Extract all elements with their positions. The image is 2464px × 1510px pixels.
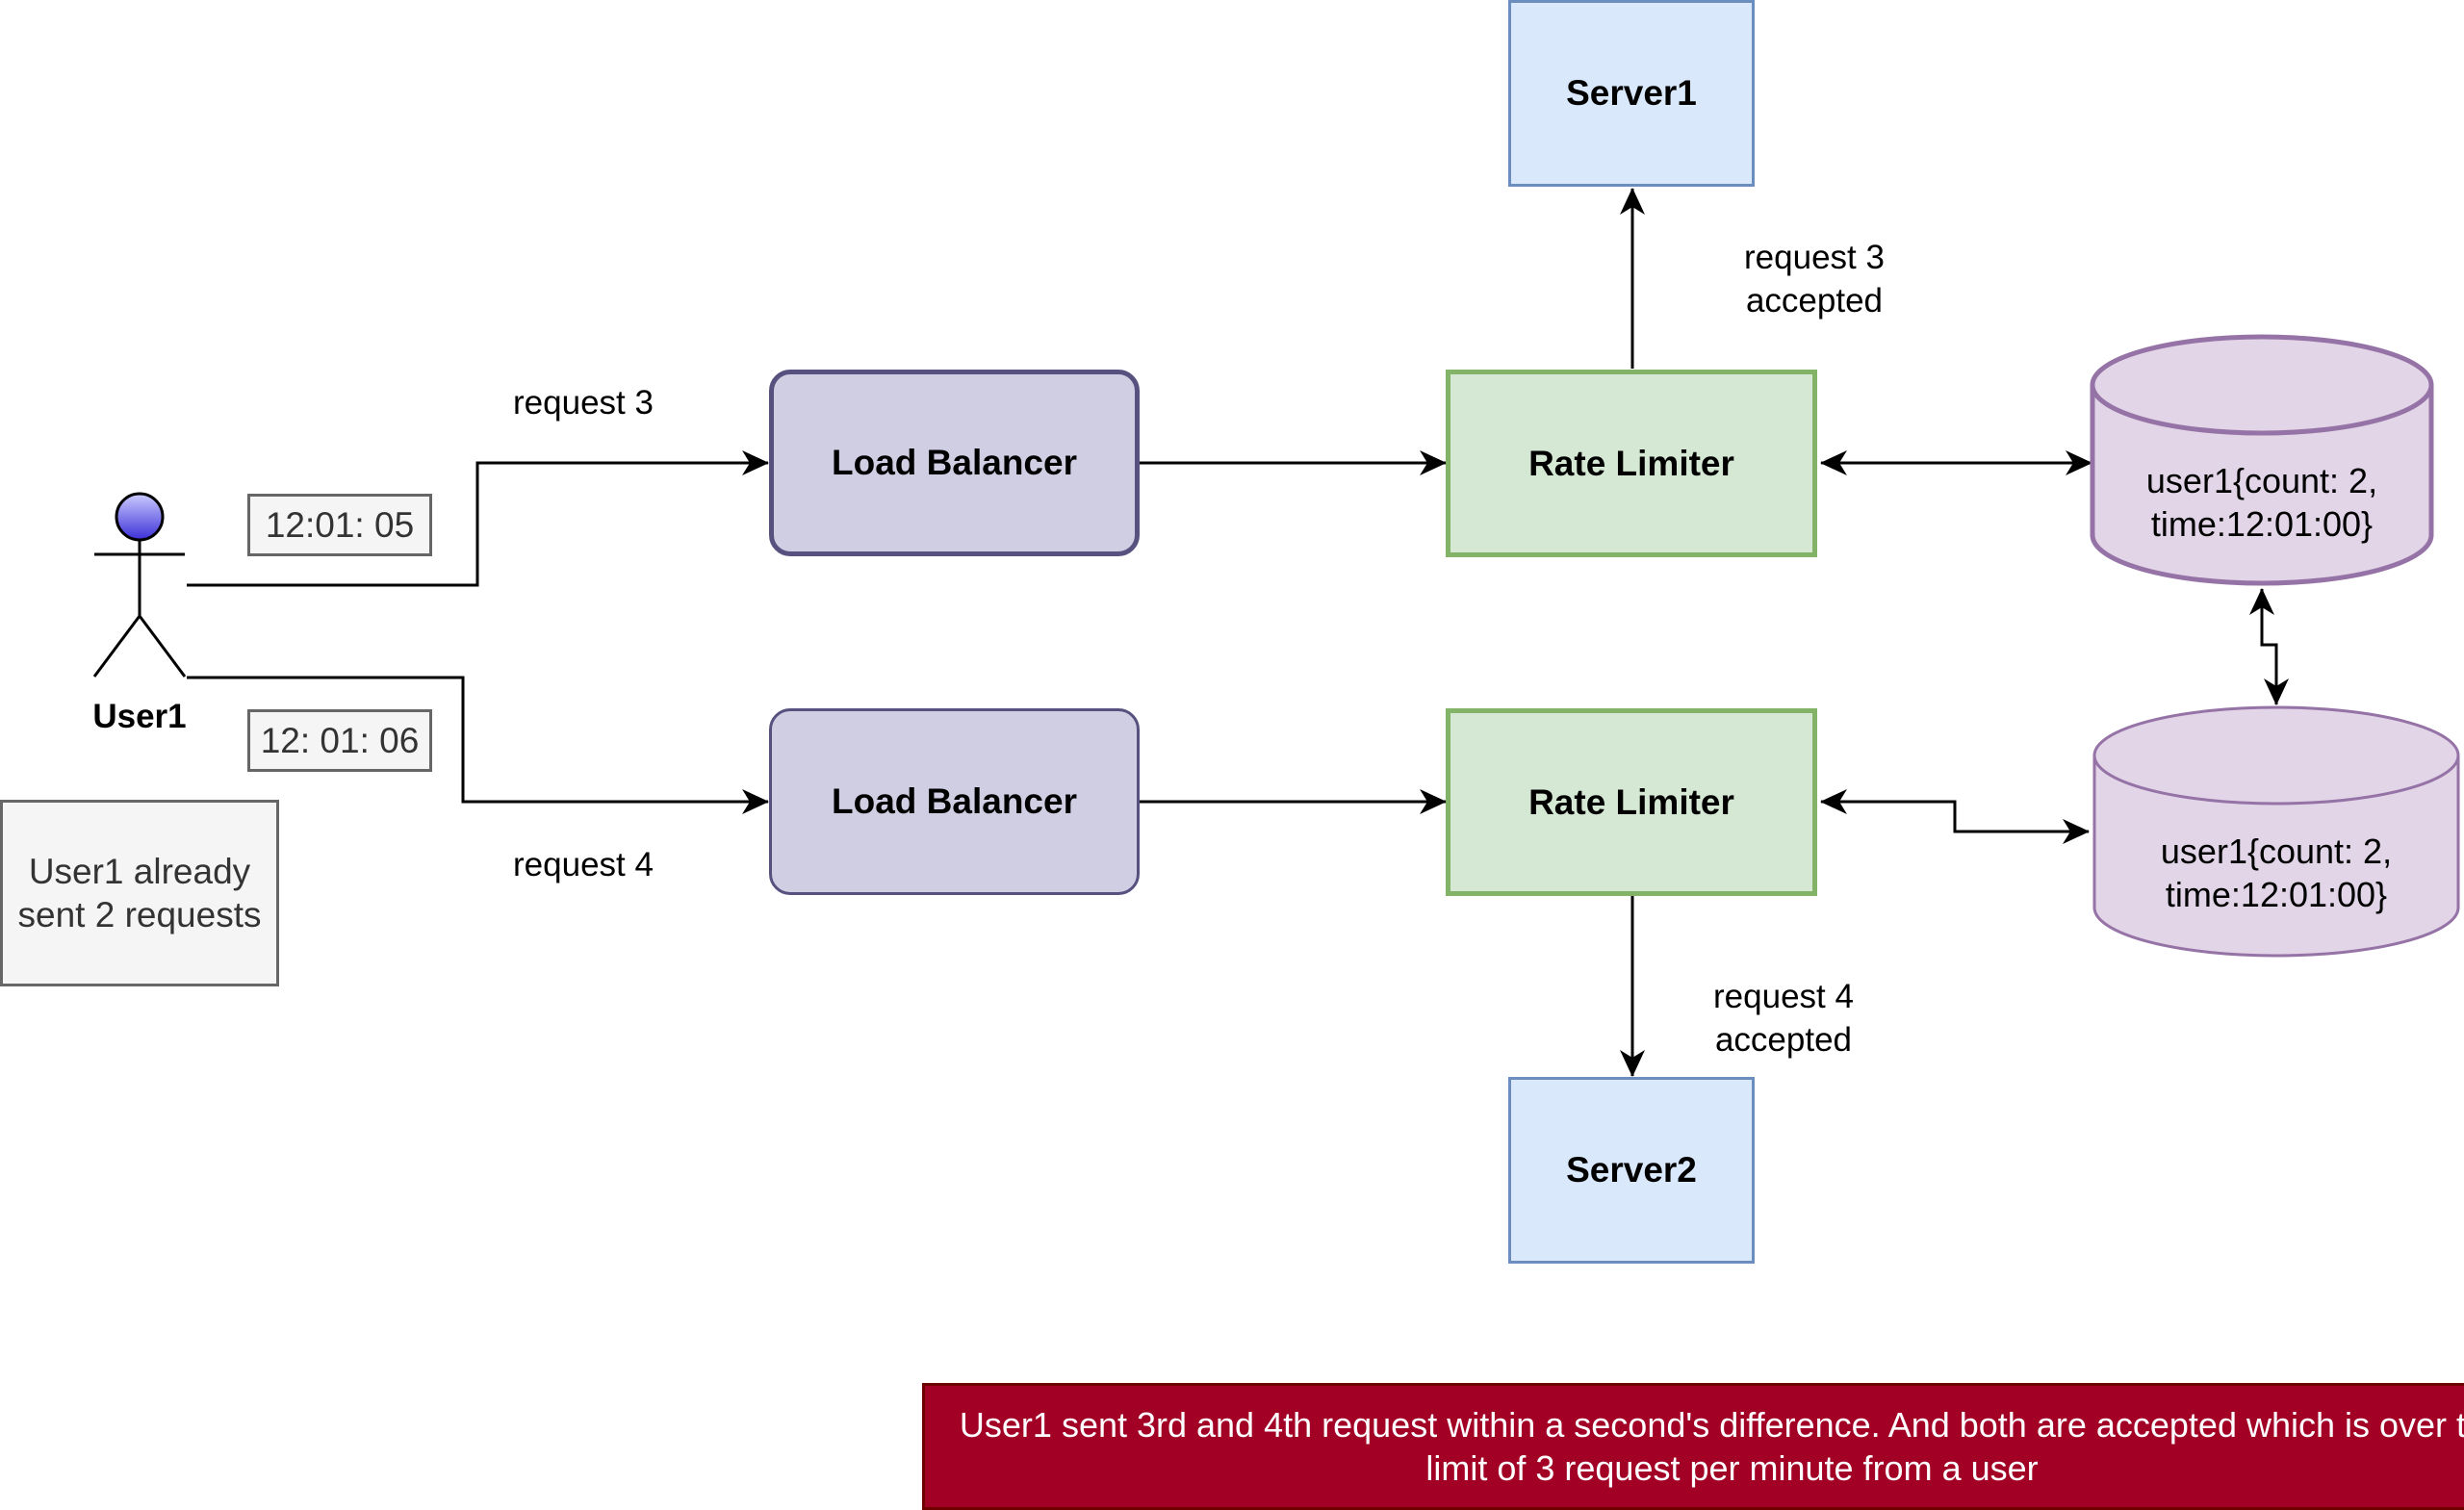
request-4-accepted-label: request 4 accepted [1713, 978, 1854, 1059]
edge-user-lb1 [187, 450, 769, 587]
database-2-icon [2092, 705, 2460, 958]
edge-rl2-db2 [1820, 789, 2090, 844]
prior-requests-note: User1 already sent 2 requests [0, 800, 279, 986]
database-1-icon [2090, 334, 2434, 586]
timestamp-request-4: 12: 01: 06 [247, 709, 432, 772]
rate-limiter-1: Rate Limiter [1446, 370, 1817, 557]
rate-limiter-2: Rate Limiter [1446, 708, 1817, 896]
user-actor-icon [92, 492, 187, 678]
request-4-label: request 4 [513, 846, 654, 883]
server-2: Server2 [1508, 1077, 1755, 1264]
database-1-text: user1{count: 2, time:12:01:00} [2145, 461, 2378, 544]
request-3-label: request 3 [513, 384, 654, 422]
user-label: User1 [92, 698, 187, 735]
edge-db1-db2 [2249, 588, 2289, 705]
request-3-accepted-label: request 3 accepted [1744, 239, 1885, 320]
database-2-text: user1{count: 2, time:12:01:00} [2160, 832, 2393, 914]
server-1: Server1 [1508, 0, 1755, 187]
timestamp-request-3: 12:01: 05 [247, 494, 432, 556]
load-balancer-2: Load Balancer [769, 708, 1140, 895]
edge-user-lb2 [187, 676, 769, 814]
load-balancer-1: Load Balancer [769, 370, 1140, 556]
conclusion-banner: User1 sent 3rd and 4th request within a … [922, 1383, 2464, 1510]
